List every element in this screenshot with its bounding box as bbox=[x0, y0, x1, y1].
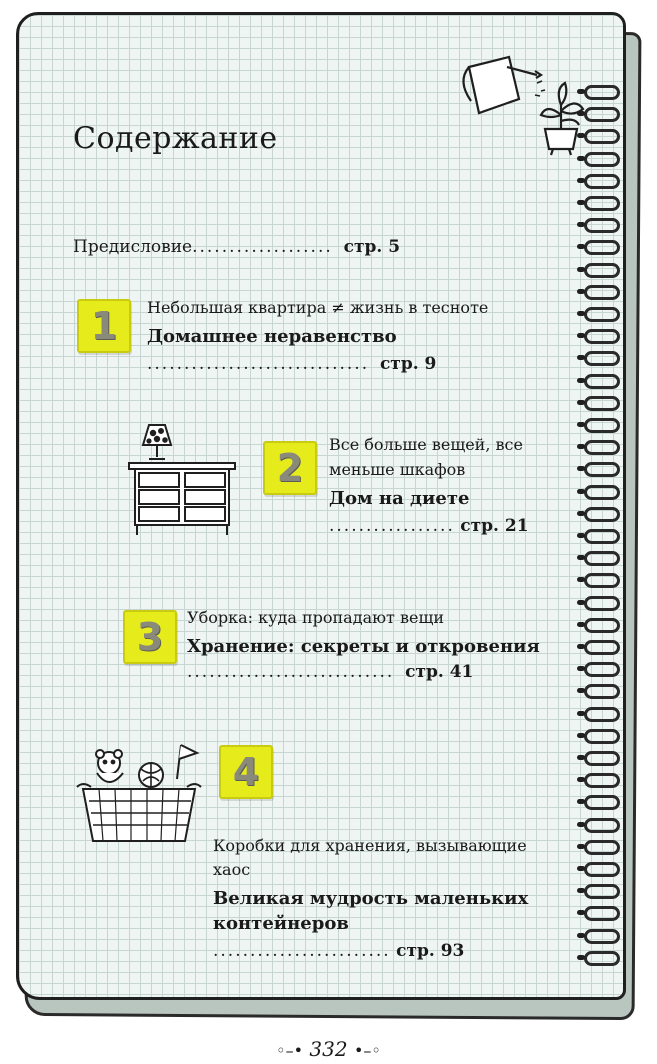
spiral-ring bbox=[577, 617, 620, 633]
spiral-ring bbox=[577, 684, 620, 700]
spiral-ring bbox=[577, 107, 620, 123]
right-ornament: •–◦ bbox=[353, 1041, 381, 1060]
spiral-ring bbox=[577, 728, 620, 744]
chapter-2-subtitle-line1: Все больше вещей, все bbox=[329, 435, 523, 454]
spiral-ring bbox=[577, 240, 620, 256]
chapter-4-subtitle-line1: Коробки для хранения, вызывающие bbox=[213, 836, 527, 855]
spiral-ring bbox=[577, 373, 620, 389]
spiral-ring bbox=[577, 928, 620, 944]
chapter-number-2: 2 bbox=[263, 441, 317, 495]
spiral-ring bbox=[577, 395, 620, 411]
chapter-1-subtitle: Небольшая квартира ≠ жизнь в тесноте bbox=[147, 298, 489, 317]
chapter-3-heading: Хранение: секреты и откровения bbox=[187, 636, 540, 657]
preface-label: Предисловие bbox=[73, 237, 193, 257]
chapter-3-subtitle: Уборка: куда пропадают вещи bbox=[187, 608, 444, 627]
left-ornament: ◦–• bbox=[276, 1041, 304, 1060]
spiral-ring bbox=[577, 950, 620, 966]
spiral-ring bbox=[577, 284, 620, 300]
page-number: 332 bbox=[309, 1037, 348, 1061]
spiral-ring bbox=[577, 440, 620, 456]
spiral-ring bbox=[577, 484, 620, 500]
spiral-ring bbox=[577, 462, 620, 478]
spiral-ring bbox=[577, 173, 620, 189]
spiral-ring bbox=[577, 85, 620, 100]
basket-toys-illustration bbox=[76, 744, 202, 842]
watering-can-plant-illustration bbox=[462, 55, 585, 156]
leader-dots: ................... bbox=[192, 237, 333, 257]
chapter-4-heading-line1: Великая мудрость маленьких bbox=[213, 888, 529, 909]
chapter-number-1: 1 bbox=[77, 299, 131, 353]
spiral-ring bbox=[577, 129, 620, 145]
spiral-ring bbox=[577, 862, 620, 877]
spiral-ring bbox=[577, 307, 620, 322]
spiral-ring bbox=[577, 151, 620, 167]
spiral-binding bbox=[577, 85, 626, 975]
spiral-ring bbox=[577, 218, 620, 234]
spiral-ring bbox=[577, 751, 620, 766]
spiral-ring bbox=[577, 884, 620, 900]
spiral-ring bbox=[577, 640, 620, 655]
chapter-2-heading: Дом на диете bbox=[329, 488, 470, 509]
spiral-ring bbox=[577, 706, 620, 722]
page-footer: ◦–• 332 •–◦ bbox=[0, 1037, 657, 1061]
spiral-ring bbox=[577, 662, 620, 678]
page-title: Содержание bbox=[73, 121, 278, 156]
spiral-ring bbox=[577, 196, 620, 211]
notebook-page: Содержание Предисловие..................… bbox=[16, 12, 626, 1000]
spiral-ring bbox=[577, 506, 620, 522]
spiral-ring bbox=[577, 329, 620, 345]
spiral-ring bbox=[577, 351, 620, 367]
spiral-ring bbox=[577, 817, 620, 833]
chapter-2-page-line: ................. стр. 21 bbox=[329, 516, 529, 536]
chapter-4-page-line: ........................ стр. 93 bbox=[213, 941, 465, 961]
dresser-lamp-illustration bbox=[128, 424, 236, 535]
preface-page: стр. 5 bbox=[343, 237, 401, 257]
chapter-number-3: 3 bbox=[123, 610, 177, 664]
chapter-1-heading: Домашнее неравенство bbox=[147, 326, 397, 347]
spiral-ring bbox=[577, 418, 620, 433]
chapter-4-page: стр. 93 bbox=[396, 941, 465, 961]
chapter-1-page: стр. 9 bbox=[379, 354, 437, 374]
spiral-ring bbox=[577, 773, 620, 789]
chapter-2-page: стр. 21 bbox=[460, 516, 529, 536]
chapter-4-heading-line2: контейнеров bbox=[213, 913, 349, 934]
spiral-ring bbox=[577, 595, 620, 611]
spiral-ring bbox=[577, 262, 620, 278]
spiral-ring bbox=[577, 573, 620, 589]
chapter-number-4: 4 bbox=[219, 745, 273, 799]
chapter-4-subtitle-line2: хаос bbox=[213, 860, 251, 879]
chapter-3-page-line: ............................ стр. 41 bbox=[187, 662, 474, 682]
spiral-ring bbox=[577, 906, 620, 922]
spiral-ring bbox=[577, 795, 620, 811]
spiral-ring bbox=[577, 551, 620, 567]
preface-line: Предисловие................... стр. 5 bbox=[73, 237, 400, 257]
spiral-ring bbox=[577, 529, 620, 544]
chapter-1-page-line: .............................. стр. 9 bbox=[147, 354, 437, 374]
chapter-3-page: стр. 41 bbox=[405, 662, 474, 682]
spiral-ring bbox=[577, 839, 620, 855]
chapter-2-subtitle-line2: меньше шкафов bbox=[329, 460, 466, 479]
